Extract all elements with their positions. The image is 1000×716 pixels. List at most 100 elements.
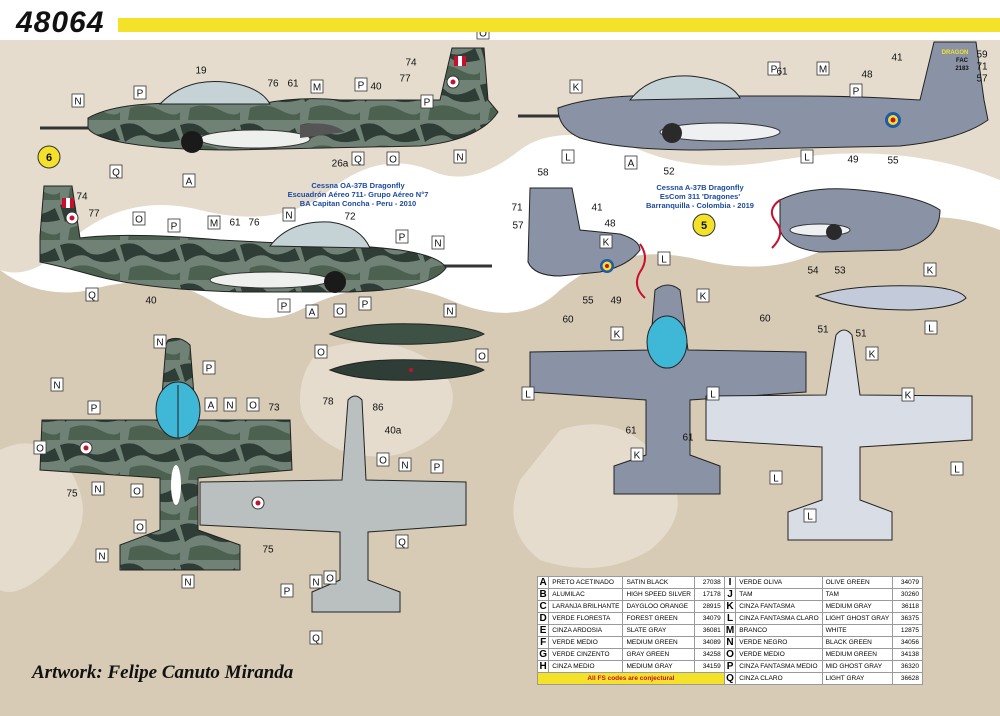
callout-label: 41 [591,203,603,214]
legend-cell: ALUMILAC [548,588,624,601]
legend-cell: 28915 [694,600,725,613]
callout-box [204,397,218,412]
callout-label: O [326,574,334,585]
header-yellow-bar [118,18,1000,32]
callout-label: P [434,463,441,474]
callout-label: O [249,401,257,412]
callout-label: 77 [88,209,100,220]
caption-peru-line: Cessna OA-37B Dragonfly [311,181,405,190]
callout-box [453,149,467,164]
legend-cell: MEDIUM GREEN [622,636,696,649]
callout-label: 77 [399,74,411,85]
peru-top-view [39,337,293,571]
legend-cell: 34138 [892,648,923,661]
callout-box [901,387,915,402]
callout-label: Q [398,538,406,549]
callout-label: P [91,404,98,415]
callout-label: 53 [834,266,846,277]
legend-cell: 34159 [694,660,725,673]
callout-box [865,346,879,361]
legend-cell: 34079 [892,576,923,589]
callout-label: 40 [145,296,157,307]
callout-label: N [226,401,233,412]
callout-label: M [819,65,827,76]
legend-cell: FOREST GREEN [622,612,696,625]
callout-label: P [137,89,144,100]
tail-serial-text: 2183 [955,66,969,72]
callout-label: 19 [195,66,207,77]
legend-cell: VERDE FLORESTA [548,612,624,625]
legend-cell: D [536,612,550,625]
callout-label: 61 [229,218,241,229]
callout-box [431,235,445,250]
callout-label: O [36,444,44,455]
callout-box [624,155,638,170]
legend-cell: MEDIUM GRAY [622,660,696,673]
legend-cell: N [723,636,737,649]
callout-label: Q [312,634,320,645]
legend-cell: DAYGLOO ORANGE [622,600,696,613]
legend-cell: M [723,624,737,637]
caption-colombia-line: EsCom 311 'Dragones' [659,192,741,201]
callout-label: 75 [66,489,78,500]
legend-cell: OLIVE GREEN [821,576,894,589]
legend-cell: C [536,600,550,613]
legend-cell: LIGHT GHOST GRAY [821,612,894,625]
callout-label: O [389,155,397,166]
callout-label: 74 [405,58,417,69]
callout-label: L [710,390,716,401]
legend-cell: BRANCO [735,624,823,637]
callout-label: 51 [817,325,829,336]
callout-label: 57 [976,74,988,85]
colombia-top-view [529,284,807,495]
legend-cell: VERDE MEDIO [548,636,624,649]
callout-label: O [135,215,143,226]
legend-cell: LARANJA BRILHANTE [548,600,624,613]
callout-label: 58 [537,168,549,179]
callout-label: 26a [332,159,349,170]
legend-cell: SLATE GRAY [622,624,696,637]
callout-label: L [661,255,667,266]
callout-label: P [206,364,213,375]
callout-label: N [446,307,453,318]
callout-box [420,94,434,109]
legend-cell: TAM [821,588,894,601]
callout-label: O [478,352,486,363]
caption-peru-line: Escuadrón Aéreo 711- Grupo Aéreo N°7 [287,190,429,199]
legend-cell: 30260 [892,588,923,601]
legend-cell: CINZA FANTASMA CLARO [735,612,823,625]
callout-label: Q [354,155,362,166]
callout-label: N [184,578,191,589]
callout-label: 61 [776,67,788,78]
legend-cell: LIGHT GRAY [821,672,894,685]
callout-box [950,461,964,476]
legend-cell: CINZA CLARO [735,672,823,685]
callout-box [924,320,938,335]
callout-box [610,326,624,341]
legend-cell: 17178 [694,588,725,601]
callout-label: 61 [625,426,637,437]
callout-label: O [379,456,387,467]
callout-box [386,151,400,166]
callout-label: L [954,465,960,476]
callout-box [310,79,324,94]
legend-cell: K [723,600,737,613]
callout-label: P [853,87,860,98]
legend-cell: VERDE CINZENTO [548,648,624,661]
legend-cell: Q [723,672,737,685]
callout-label: 78 [322,397,334,408]
callout-label: P [284,587,291,598]
legend-cell: O [723,648,737,661]
callout-label: L [804,153,810,164]
callout-label: K [927,266,934,277]
callout-label: 76 [267,79,279,90]
callout-label: A [628,159,635,170]
legend-cell: B [536,588,550,601]
callout-box [133,519,147,534]
callout-box [849,83,863,98]
